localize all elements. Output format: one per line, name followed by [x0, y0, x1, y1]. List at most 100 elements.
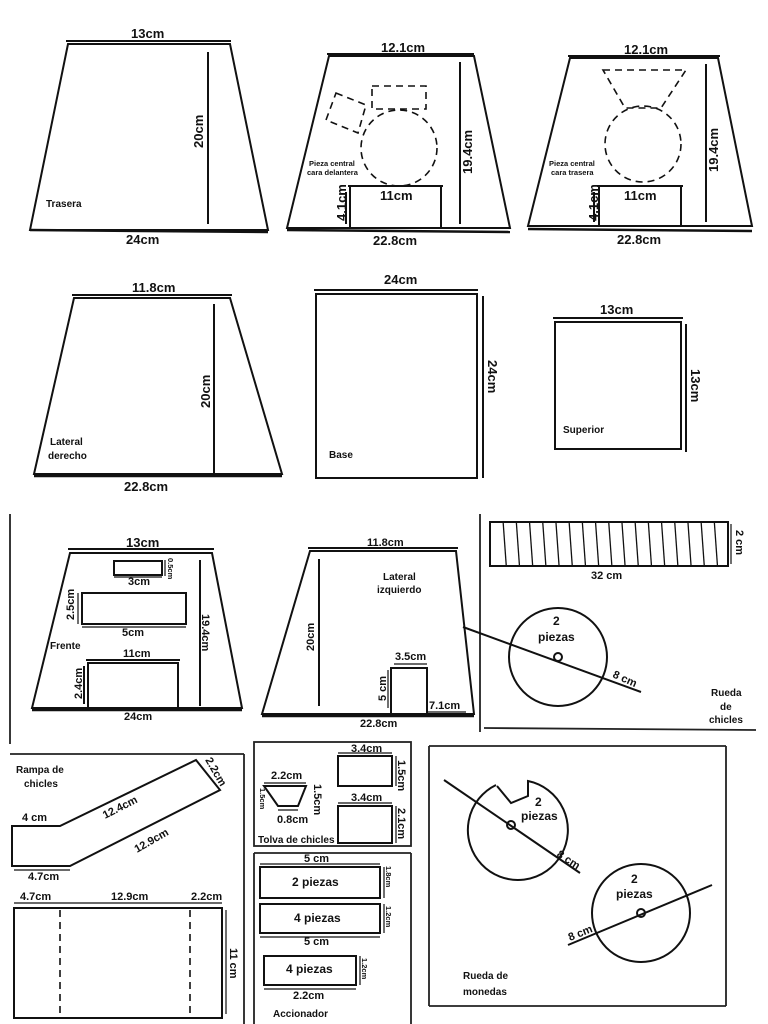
rueda-chicles-label-line2: de: [720, 702, 732, 713]
trasera-central-label-line1: Pieza central: [549, 159, 595, 168]
strip-fold-line: [713, 522, 719, 566]
lateral-izquierdo-label-line2: izquierdo: [377, 585, 421, 596]
lateral-derecho-label-line2: derecho: [48, 451, 87, 462]
strip-fold-line: [700, 522, 705, 566]
frente-slot-mid-height-dim: 2.5cm: [65, 589, 77, 620]
strip-fold-line: [594, 522, 600, 566]
superior-label: Superior: [563, 425, 604, 436]
strip-width-dim: 32 cm: [591, 570, 622, 582]
strip-fold-line: [687, 522, 692, 566]
monedas-w1-radius-dim: 8 cm: [554, 848, 582, 872]
strip-fold-line: [542, 522, 547, 566]
strip-fold-line: [568, 522, 573, 566]
piece-frente: 13cm 0.5cm 3cm 2.5cm 5cm 11cm 2.4cm 19.4…: [30, 535, 244, 723]
monedas-w1-pieces: piezas: [521, 809, 558, 823]
lateral-izquierdo-label-line1: Lateral: [383, 572, 416, 583]
delantera-bottom-dim: 22.8cm: [373, 233, 417, 248]
frente-top-dim: 13cm: [126, 535, 159, 550]
accionador-r1-height-dim: 1.8cm: [384, 866, 393, 888]
strip-fold-line: [555, 522, 560, 566]
lateral-izquierdo-height-dim: 20cm: [305, 623, 317, 651]
frente-height-dim: 19.4cm: [199, 614, 211, 652]
accionador-r1-width-dim: 5 cm: [304, 853, 329, 865]
rueda-chicles-label-line1: Rueda: [711, 688, 742, 699]
trasera-top-dim: 13cm: [131, 26, 164, 41]
lateral-derecho-bottom-dim: 22.8cm: [124, 479, 168, 494]
tolva-rect1-width-dim: 3.4cm: [351, 743, 382, 755]
strip-fold-line: [528, 522, 534, 566]
lateral-izquierdo-door-height-dim: 5 cm: [377, 676, 389, 701]
strip-fold-line: [515, 522, 521, 566]
piece-lateral-derecho: 11.8cm 20cm 22.8cm Lateral derecho: [32, 280, 284, 494]
piece-trasera: 13cm 20cm 24cm Trasera: [28, 26, 270, 247]
rampa-bottom-left-dim: 4.7cm: [28, 871, 59, 883]
delantera-height-dim: 19.4cm: [460, 130, 475, 174]
strip-fold-line: [502, 522, 507, 566]
lateral-izquierdo-top-dim: 11.8cm: [367, 537, 404, 549]
accionador-r3-width-dim: 2.2cm: [293, 990, 324, 1002]
strip-fold-line: [674, 522, 679, 566]
rueda-chicles-label-line3: chicles: [709, 715, 743, 726]
piece-lateral-izquierdo: 11.8cm Lateral izquierdo 20cm 3.5cm 5 cm…: [260, 537, 476, 730]
strip-fold-line: [608, 522, 613, 566]
piece-accionador: 5 cm 1.8cm 2 piezas 1.2cm 4 piezas 5 cm …: [259, 853, 393, 1020]
rampa-flat-c-dim: 2.2cm: [191, 891, 222, 903]
rampa-flat-a-dim: 4.7cm: [20, 891, 51, 903]
accionador-r3-height-dim: 1.2cm: [360, 958, 369, 980]
frente-slot-small-width-dim: 3cm: [128, 576, 150, 588]
bottom-panel-frames: [9, 514, 757, 1024]
rueda-chicles-pieces: piezas: [538, 630, 575, 644]
lateral-izquierdo-door-width-dim: 3.5cm: [395, 651, 426, 663]
lateral-izquierdo-door-offset-dim: 7.1cm: [429, 700, 460, 712]
trasera-central-opening-width-dim: 11cm: [624, 188, 657, 203]
strip-fold-line: [660, 522, 666, 566]
tolva-trap-left-dim: 1.5cm: [258, 788, 267, 810]
trasera-central-bottom-dim: 22.8cm: [617, 232, 661, 247]
delantera-label-line2: cara delantera: [307, 168, 359, 177]
lateral-derecho-label-line1: Lateral: [50, 437, 83, 448]
accionador-r3-text: 4 piezas: [286, 962, 333, 976]
strip-fold-line: [647, 522, 653, 566]
superior-side-dim: 13cm: [688, 369, 703, 402]
lateral-derecho-top-dim: 11.8cm: [132, 280, 175, 295]
accionador-r2-text: 4 piezas: [294, 911, 341, 925]
strip-fold-line: [634, 522, 639, 566]
rampa-label-line2: chicles: [24, 779, 58, 790]
piece-rueda-monedas: 2 piezas 8 cm 2 piezas 8 cm Rueda de mon…: [443, 779, 713, 998]
trasera-central-top-dim: 12.1cm: [624, 42, 668, 57]
tolva-label: Tolva de chicles: [258, 835, 335, 846]
delantera-top-dim: 12.1cm: [381, 40, 425, 55]
rampa-long-top-dim: 12.4cm: [101, 794, 140, 822]
superior-top-dim: 13cm: [600, 302, 633, 317]
rueda-monedas-label-line2: monedas: [463, 987, 507, 998]
delantera-label-line1: Pieza central: [309, 159, 355, 168]
tolva-rect1-height-dim: 1.5cm: [395, 760, 407, 791]
frente-opening-height-dim: 2.4cm: [73, 668, 85, 699]
base-top-dim: 24cm: [384, 272, 417, 287]
frente-label: Frente: [50, 641, 81, 652]
monedas-w2-pieces: piezas: [616, 887, 653, 901]
trasera-bottom-dim: 24cm: [126, 232, 159, 247]
rampa-left-dim: 4 cm: [22, 812, 47, 824]
piece-pieza-central-delantera: 12.1cm 19.4cm 4.1cm 11cm 22.8cm Pieza ce…: [285, 40, 512, 248]
piece-pieza-central-trasera: 12.1cm 19.4cm 4.1cm 11cm 22.8cm Pieza ce…: [526, 42, 754, 247]
tolva-trap-side-dim: 1.5cm: [311, 784, 323, 815]
frente-slot-mid-width-dim: 5cm: [122, 627, 144, 639]
tolva-trap-top-dim: 2.2cm: [271, 770, 302, 782]
rueda-chicles-count: 2: [553, 614, 560, 628]
strip-fold-line: [581, 522, 587, 566]
tolva-rect2-width-dim: 3.4cm: [351, 792, 382, 804]
trasera-central-label-line2: cara trasera: [551, 168, 594, 177]
accionador-label: Accionador: [273, 1009, 328, 1020]
tolva-trap-bottom-dim: 0.8cm: [277, 814, 308, 826]
trasera-central-opening-height-dim: 4.1cm: [586, 184, 601, 221]
tolva-rect2-height-dim: 2.1cm: [395, 808, 407, 839]
frente-opening-width-dim: 11cm: [123, 648, 151, 660]
trasera-label: Trasera: [46, 199, 82, 210]
base-label: Base: [329, 450, 353, 461]
trasera-central-height-dim: 19.4cm: [706, 128, 721, 172]
piece-rampa-chicles: Rampa de chicles 12.4cm 2.2cm 4 cm 12.9c…: [11, 756, 239, 1019]
rueda-monedas-label-line1: Rueda de: [463, 971, 508, 982]
piece-superior: 13cm 13cm Superior: [553, 302, 703, 452]
monedas-w1-count: 2: [535, 795, 542, 809]
